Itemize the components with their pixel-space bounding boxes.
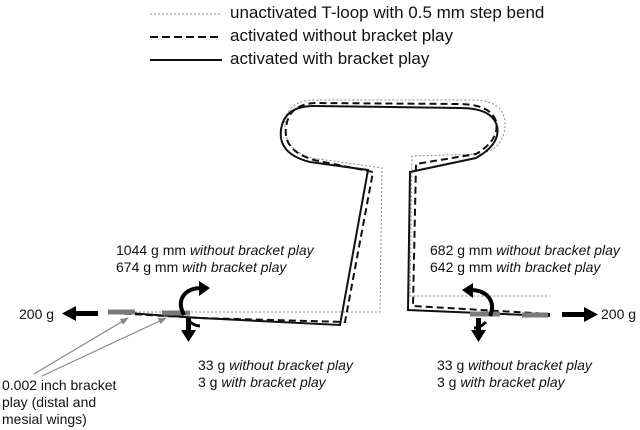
left-vertical-value-1: 33 g <box>198 357 230 373</box>
legend-label-activated-no-play: activated without bracket play <box>230 26 454 45</box>
activated-play-t-loop <box>112 104 551 327</box>
right-vertical-value-1: 33 g <box>437 357 469 373</box>
right-moment-value-2: 642 g mm <box>430 259 497 275</box>
right-vertical-force-arrow <box>471 318 486 342</box>
right-moment-cond-2: with bracket play <box>496 259 601 275</box>
right-vertical-cond-1: without bracket play <box>468 357 592 373</box>
left-moment-value-1: 1044 g mm <box>116 242 190 258</box>
left-moment-cond-1: without bracket play <box>189 242 314 258</box>
left-moment-label: 1044 g mm without bracket play 674 g mm … <box>116 242 314 276</box>
bracket-play-note-line-2: play (distal and <box>2 394 97 410</box>
bracket-play-note-line-3: mesial wings) <box>2 411 87 427</box>
left-moment-cond-2: with bracket play <box>182 259 287 275</box>
right-force-label: 200 g <box>601 306 637 322</box>
left-vertical-cond-2: with bracket play <box>221 374 326 390</box>
right-vertical-value-2: 3 g <box>437 374 461 390</box>
left-moment-value-2: 674 g mm <box>116 259 183 275</box>
note-arrow-to-mesial-wing <box>41 317 167 377</box>
bracket-play-note-line-1: 0.002 inch bracket <box>2 377 117 393</box>
left-force-arrow <box>62 306 98 321</box>
activated-no-play-t-loop <box>112 101 551 324</box>
left-force-label: 200 g <box>19 306 55 322</box>
left-vertical-cond-1: without bracket play <box>229 357 353 373</box>
bracket-play-note: 0.002 inch bracket play (distal and mesi… <box>2 377 116 428</box>
right-moment-value-1: 682 g mm <box>430 242 497 258</box>
left-vertical-value-2: 3 g <box>198 374 222 390</box>
right-vertical-label: 33 g without bracket play 3 g with brack… <box>437 357 592 391</box>
right-moment-cond-1: without bracket play <box>496 242 620 258</box>
right-force-arrow <box>562 307 598 322</box>
note-arrow-to-distal-wing <box>33 317 129 375</box>
left-vertical-label: 33 g without bracket play 3 g with brack… <box>198 357 353 391</box>
legend-label-activated-play: activated with bracket play <box>230 49 430 68</box>
unactivated-t-loop <box>115 99 550 313</box>
right-moment-label: 682 g mm without bracket play 642 g mm w… <box>430 242 620 276</box>
left-vertical-force-arrow <box>181 318 196 342</box>
legend-label-unactivated: unactivated T-loop with 0.5 mm step bend <box>230 3 545 22</box>
right-vertical-cond-2: with bracket play <box>460 374 565 390</box>
